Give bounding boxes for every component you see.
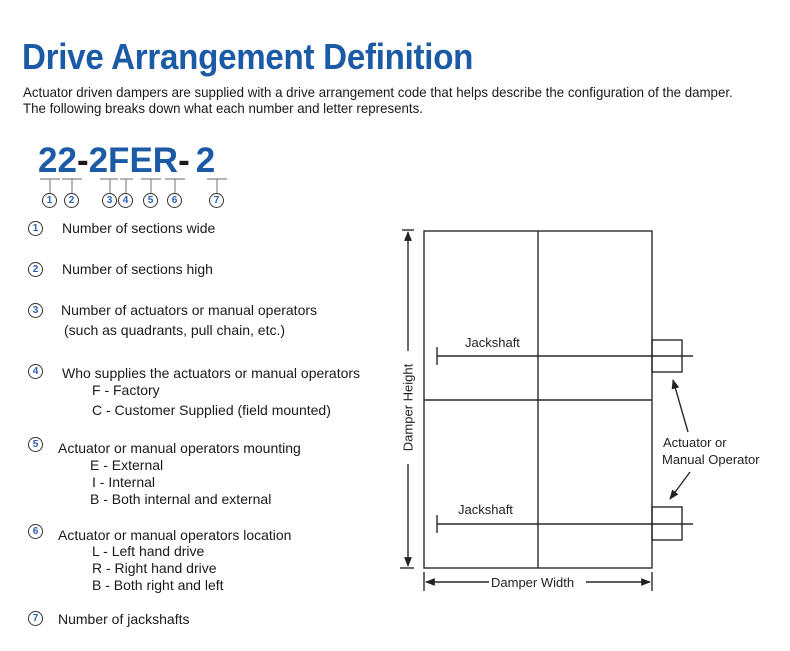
marker-4: 4 xyxy=(118,193,133,208)
marker-5: 5 xyxy=(143,193,158,208)
actuator-top-box xyxy=(651,339,683,373)
code-part-sections: 22 xyxy=(38,141,77,180)
def-5-text: Actuator or manual operators mounting xyxy=(58,440,301,456)
code-part-actuators: 2FER xyxy=(88,141,179,180)
def-6-detail-l: L - Left hand drive xyxy=(92,543,205,559)
marker-2: 2 xyxy=(64,193,79,208)
code-dash: - xyxy=(76,141,89,180)
def-6-detail-b: B - Both right and left xyxy=(92,577,224,593)
def-5-number: 5 xyxy=(28,437,43,452)
actuator-label-line2: Manual Operator xyxy=(662,452,760,467)
def-3-number: 3 xyxy=(28,303,43,318)
def-5-detail-e: E - External xyxy=(90,457,164,473)
drive-code: 22-2FER-2 xyxy=(38,142,215,180)
jackshaft-bottom-label: Jackshaft xyxy=(458,502,513,517)
pointer-arrow-bottom xyxy=(669,471,691,500)
jackshaft-top-label: Jackshaft xyxy=(465,335,520,350)
actuator-bottom-box xyxy=(651,506,683,541)
marker-1: 1 xyxy=(42,193,57,208)
marker-6: 6 xyxy=(167,193,182,208)
actuator-label-line1: Actuator or xyxy=(663,435,727,450)
def-6-number: 6 xyxy=(28,524,43,539)
code-connectors xyxy=(40,178,227,193)
code-part-jackshafts: 2 xyxy=(195,141,216,180)
marker-3: 3 xyxy=(102,193,117,208)
def-4-text: Who supplies the actuators or manual ope… xyxy=(62,365,361,381)
def-3-detail: (such as quadrants, pull chain, etc.) xyxy=(64,322,286,338)
def-4-number: 4 xyxy=(28,364,43,379)
code-dash: - xyxy=(178,141,190,180)
def-6-text: Actuator or manual operators location xyxy=(58,527,292,543)
damper-width-label: Damper Width xyxy=(491,575,575,590)
pointer-arrow-top xyxy=(671,379,689,433)
def-6-detail-r: R - Right hand drive xyxy=(92,560,217,576)
def-5-detail-b: B - Both internal and external xyxy=(90,491,272,507)
intro-paragraph: Actuator driven dampers are supplied wit… xyxy=(23,84,733,116)
def-4-detail-c: C - Customer Supplied (field mounted) xyxy=(92,402,331,418)
page-title: Drive Arrangement Definition xyxy=(22,36,474,77)
def-1-number: 1 xyxy=(28,221,43,236)
def-2-number: 2 xyxy=(28,262,43,277)
def-5-detail-i: I - Internal xyxy=(92,474,156,490)
def-2-text: Number of sections high xyxy=(62,261,213,277)
def-3-text: Number of actuators or manual operators xyxy=(61,302,318,318)
marker-7: 7 xyxy=(209,193,224,208)
def-7-number: 7 xyxy=(28,611,43,626)
def-1-text: Number of sections wide xyxy=(62,220,216,236)
def-7-text: Number of jackshafts xyxy=(58,611,190,627)
def-4-detail-f: F - Factory xyxy=(92,382,160,398)
damper-height-label: Damper Height xyxy=(400,363,416,452)
